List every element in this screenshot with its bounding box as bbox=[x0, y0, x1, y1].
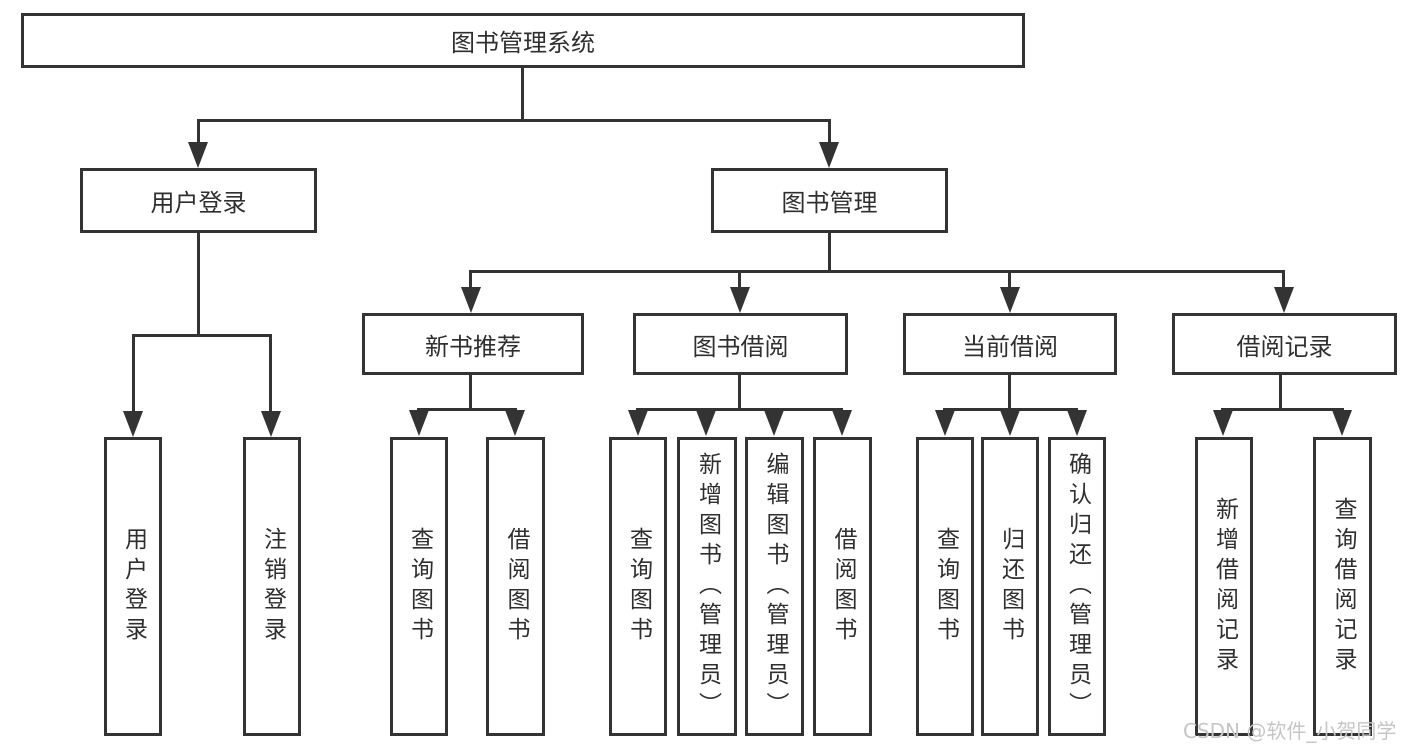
arrowhead-icon bbox=[409, 410, 429, 436]
node-book-borrow: 图书借阅 bbox=[633, 313, 848, 375]
connector-drop bbox=[269, 334, 272, 414]
connector-new-book-stub bbox=[469, 375, 472, 411]
connector-new-book-bar bbox=[417, 408, 517, 411]
connector-book-mgmt-bar bbox=[469, 270, 1285, 273]
arrowhead-icon bbox=[505, 410, 525, 436]
arrowhead-icon bbox=[261, 411, 281, 437]
arrowhead-icon bbox=[628, 410, 648, 436]
leaf-user-login: 用户登录 bbox=[104, 437, 162, 736]
arrowhead-icon bbox=[730, 287, 750, 313]
arrowhead-icon bbox=[1000, 287, 1020, 313]
arrowhead-icon bbox=[832, 410, 852, 436]
leaf-logout: 注销登录 bbox=[243, 437, 301, 736]
node-book-management: 图书管理 bbox=[711, 168, 948, 233]
connector-borrow-record-bar bbox=[1221, 408, 1344, 411]
arrowhead-icon bbox=[1274, 287, 1294, 313]
connector-current-borrow-stub bbox=[1008, 375, 1011, 411]
leaf-query-books: 查询图书 bbox=[390, 437, 448, 736]
leaf-add-books-admin: 新增图书（管理员） bbox=[677, 437, 737, 736]
node-new-book-recommend: 新书推荐 bbox=[362, 313, 584, 375]
connector-root-stub bbox=[521, 67, 524, 121]
leaf-borrow-books: 借阅图书 bbox=[813, 437, 872, 736]
leaf-query-books: 查询图书 bbox=[916, 437, 974, 736]
leaf-confirm-return-admin: 确认归还（管理员） bbox=[1048, 437, 1106, 736]
connector-borrow-record-stub bbox=[1279, 375, 1282, 411]
connector-book-borrow-bar bbox=[636, 408, 843, 411]
node-user-login: 用户登录 bbox=[80, 168, 317, 233]
connector-drop bbox=[469, 270, 472, 292]
connector-drop bbox=[738, 270, 741, 292]
connector-drop bbox=[132, 334, 135, 414]
connector-current-borrow-bar bbox=[943, 408, 1078, 411]
connector-root-bar bbox=[197, 119, 831, 122]
connector-user-login-bar bbox=[132, 334, 272, 337]
arrowhead-icon bbox=[935, 410, 955, 436]
connector-drop bbox=[1282, 270, 1285, 292]
arrowhead-icon bbox=[1332, 410, 1352, 436]
arrowhead-icon bbox=[764, 410, 784, 436]
leaf-edit-books-admin: 编辑图书（管理员） bbox=[745, 437, 804, 736]
arrowhead-icon bbox=[1067, 410, 1087, 436]
arrowhead-icon bbox=[188, 142, 208, 168]
arrowhead-icon bbox=[461, 287, 481, 313]
arrowhead-icon bbox=[1213, 410, 1233, 436]
arrowhead-icon bbox=[123, 411, 143, 437]
node-current-borrow: 当前借阅 bbox=[903, 313, 1117, 375]
leaf-query-borrow-record: 查询借阅记录 bbox=[1313, 437, 1372, 736]
connector-drop-book-mgmt bbox=[828, 119, 831, 147]
node-borrow-record: 借阅记录 bbox=[1172, 313, 1397, 375]
connector-book-borrow-stub bbox=[738, 375, 741, 411]
leaf-return-books: 归还图书 bbox=[981, 437, 1039, 736]
leaf-query-books: 查询图书 bbox=[609, 437, 667, 736]
connector-book-mgmt-stub bbox=[828, 233, 831, 273]
connector-user-login-stub bbox=[197, 233, 200, 337]
connector-drop-user-login bbox=[197, 119, 200, 147]
arrowhead-icon bbox=[819, 142, 839, 168]
arrowhead-icon bbox=[696, 410, 716, 436]
watermark: CSDN @软件_小贺同学 bbox=[1183, 719, 1397, 743]
arrowhead-icon bbox=[1000, 410, 1020, 436]
leaf-borrow-books: 借阅图书 bbox=[486, 437, 545, 736]
connector-drop bbox=[1008, 270, 1011, 292]
node-root: 图书管理系统 bbox=[21, 13, 1025, 68]
leaf-add-borrow-record: 新增借阅记录 bbox=[1195, 437, 1253, 736]
